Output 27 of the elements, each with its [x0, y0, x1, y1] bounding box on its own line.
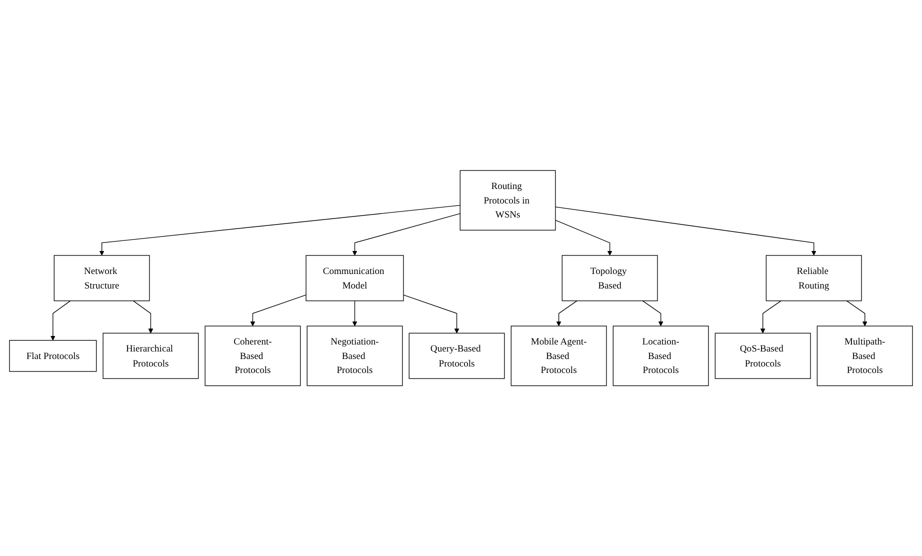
node-box: Coherent-Based Protocols — [204, 326, 301, 386]
node-box: QoS-Based Protocols — [714, 332, 811, 379]
arrow — [555, 220, 612, 256]
node-box: Flat Protocols — [9, 340, 97, 372]
node-box: Mobile Agent-Based Protocols — [510, 326, 607, 386]
node-box: Hierarchical Protocols — [102, 332, 199, 379]
arrow — [352, 300, 358, 326]
node-box: Reliable Routing — [766, 254, 862, 302]
node-box: Location-Based Protocols — [612, 326, 709, 386]
arrow — [556, 300, 578, 326]
arrow — [352, 213, 460, 256]
arrow — [846, 300, 868, 326]
node-box: Topology Based — [562, 254, 658, 302]
arrow — [555, 206, 816, 256]
arrow — [132, 300, 154, 334]
node-box: Multipath-Based Protocols — [816, 326, 913, 386]
arrow — [250, 294, 306, 326]
arrow — [99, 204, 460, 256]
node-box: Communication Model — [306, 254, 404, 302]
node-box: Network Structure — [54, 254, 150, 302]
arrow — [760, 300, 782, 334]
node-box: Negotiation-Based Protocols — [306, 326, 403, 386]
arrow — [403, 294, 460, 334]
node-box: Query-Based Protocols — [408, 332, 505, 379]
arrow — [50, 300, 71, 340]
node-box: Routing Protocols in WSNs — [460, 170, 556, 230]
arrow — [642, 300, 664, 326]
